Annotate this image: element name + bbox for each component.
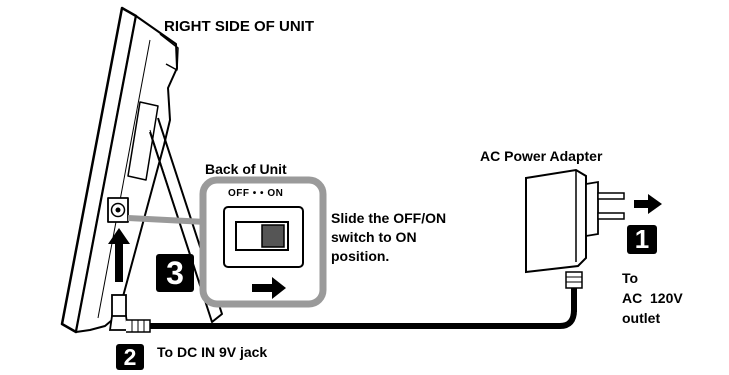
callout-connector: [127, 215, 207, 225]
outlet-line-2: AC 120V: [622, 290, 683, 306]
frame-bracket-top: [159, 33, 179, 71]
switch-knob: [261, 224, 285, 248]
dc-jack-instruction: To DC IN 9V jack: [157, 344, 268, 360]
ac-adapter-label: AC Power Adapter: [480, 148, 603, 164]
outlet-line-1: To: [622, 270, 639, 286]
outlet-line-3: outlet: [622, 310, 661, 326]
switch-callout-panel: [199, 176, 327, 308]
arrow-to-outlet-icon: [634, 194, 662, 214]
arrow-switch-icon: [252, 277, 286, 299]
step-3-badge: 3: [156, 254, 194, 292]
dc-plug-tip: [111, 294, 127, 318]
step-2-badge: 2: [116, 344, 144, 370]
arrow-up-jack-icon: [108, 228, 130, 282]
adapter-cord-ridges: [566, 276, 582, 283]
step-1-badge: 1: [627, 224, 657, 254]
dc-plug-body: [108, 315, 130, 331]
dc-jack-pin: [115, 207, 121, 213]
frame-inner-line: [97, 39, 151, 319]
photo-frame-unit: [60, 6, 223, 334]
ac-adapter-drawing: [525, 168, 625, 312]
step-1-number: 1: [634, 224, 650, 254]
dc-plug-ridges: [131, 320, 145, 332]
adapter-cord-strain: [565, 271, 583, 289]
outlet-instruction: To AC 120V outlet: [622, 268, 683, 328]
step-3-number: 3: [166, 254, 184, 291]
adapter-prong-bottom: [597, 212, 625, 220]
back-of-unit-label: Back of Unit: [205, 161, 287, 177]
right-side-label: RIGHT SIDE OF UNIT: [164, 18, 314, 35]
switch-instruction: Slide the OFF/ON switch to ON position.: [331, 210, 447, 264]
frame-slot: [127, 101, 159, 181]
adapter-prong-top: [597, 192, 625, 200]
dc-jack-ring: [110, 202, 126, 218]
frame-side-body: [75, 15, 178, 333]
step-2-number: 2: [123, 343, 137, 370]
switch-off-on-marks: OFF • • ON: [228, 188, 284, 199]
adapter-body: [525, 168, 587, 274]
adapter-prong-base: [585, 180, 599, 238]
